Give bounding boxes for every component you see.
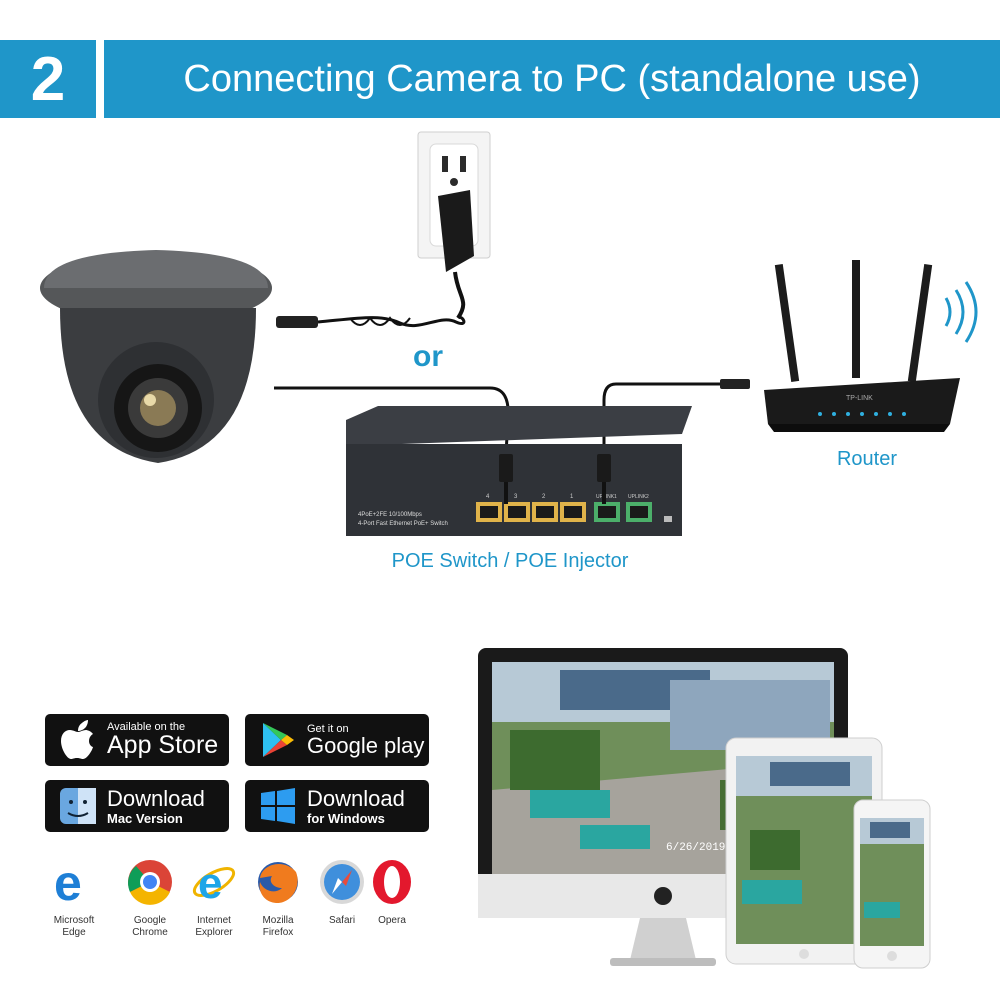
port-label-3: 3 (514, 494, 518, 500)
svg-text:e: e (198, 859, 222, 906)
switch-text-line2: 4-Port Fast Ethernet PoE+ Switch (358, 521, 448, 527)
mac-download-line2: Mac Version (107, 810, 183, 826)
chrome-icon (128, 860, 172, 905)
app-store-line1: Available on the (107, 721, 186, 733)
edge-icon: e (54, 855, 82, 911)
apple-icon (55, 717, 101, 763)
browser-opera[interactable]: Opera (360, 858, 424, 927)
browser-ie-line2: Explorer (195, 927, 233, 938)
mac-download-line1: Download (107, 785, 205, 811)
app-store-line2: App Store (107, 731, 219, 759)
windows-icon (255, 783, 301, 829)
port-label-4: 4 (486, 494, 490, 500)
page-title: Connecting Camera to PC (standalone use) (183, 57, 921, 100)
connection-diagram: TP-LINK 4PoE+2FE 10/100Mbps 4-Port Fast … (40, 131, 978, 536)
port-label-2: 2 (542, 494, 546, 500)
dc-power-cable (276, 315, 466, 328)
step-number: 2 (30, 44, 66, 114)
router-icon: TP-LINK (764, 260, 960, 432)
windows-download-line2: for Windows (307, 810, 385, 826)
power-adapter-icon (438, 190, 474, 320)
uplink-ports (594, 502, 652, 522)
google-play-icon (255, 717, 301, 763)
video-timestamp: 6/26/2019 (666, 842, 725, 854)
page-title-box: Connecting Camera to PC (standalone use) (104, 40, 1000, 118)
mac-download-badge[interactable]: Download Mac Version (45, 780, 229, 832)
step-number-box: 2 (0, 40, 96, 118)
browser-chrome-line2: Chrome (132, 927, 168, 938)
poe-switch-icon: 4PoE+2FE 10/100Mbps 4-Port Fast Ethernet… (346, 406, 692, 536)
windows-download-badge[interactable]: Download for Windows (245, 780, 429, 832)
firefox-icon (258, 862, 298, 904)
router-label: Router (836, 448, 898, 470)
opera-icon (373, 860, 411, 904)
browser-firefox-line2: Firefox (262, 927, 294, 938)
poe-switch-label: POE Switch / POE Injector (391, 550, 629, 572)
google-play-line1: Get it on (307, 722, 349, 735)
safari-icon (320, 860, 364, 904)
uplink-label-1: UPLINK1 (596, 494, 617, 500)
app-store-badge[interactable]: Available on the App Store (45, 714, 229, 766)
browser-edge-line2: Edge (62, 927, 86, 938)
internet-explorer-icon: e (192, 859, 236, 908)
router-ethernet-cable (602, 379, 750, 454)
browser-ie-line1: Internet (197, 915, 231, 926)
switch-text-line1: 4PoE+2FE 10/100Mbps (358, 512, 422, 518)
svg-text:e: e (54, 858, 82, 906)
poe-ports (476, 502, 586, 522)
port-label-1: 1 (570, 494, 574, 500)
browser-edge-line1: Microsoft (53, 915, 95, 926)
uplink-label-2: UPLINK2 (628, 494, 649, 500)
google-play-line2: Google play (307, 732, 425, 758)
browser-chrome-line1: Google (133, 915, 167, 926)
dome-camera-icon (40, 250, 272, 463)
wifi-signal-icon (944, 281, 978, 343)
browser-firefox-line1: Mozilla (262, 915, 294, 926)
devices-illustration: 6/26/2019 (478, 648, 931, 969)
browser-safari[interactable]: Safari (310, 858, 374, 927)
or-label: or (413, 340, 443, 373)
browser-opera-line1: Opera (378, 915, 406, 926)
windows-download-line1: Download (307, 785, 405, 811)
google-play-badge[interactable]: Get it on Google play (245, 714, 429, 766)
mac-finder-icon (55, 783, 101, 829)
router-brand: TP-LINK (846, 395, 873, 402)
tablet-icon (725, 737, 883, 965)
phone-icon (853, 799, 931, 969)
browser-safari-line1: Safari (328, 915, 356, 926)
